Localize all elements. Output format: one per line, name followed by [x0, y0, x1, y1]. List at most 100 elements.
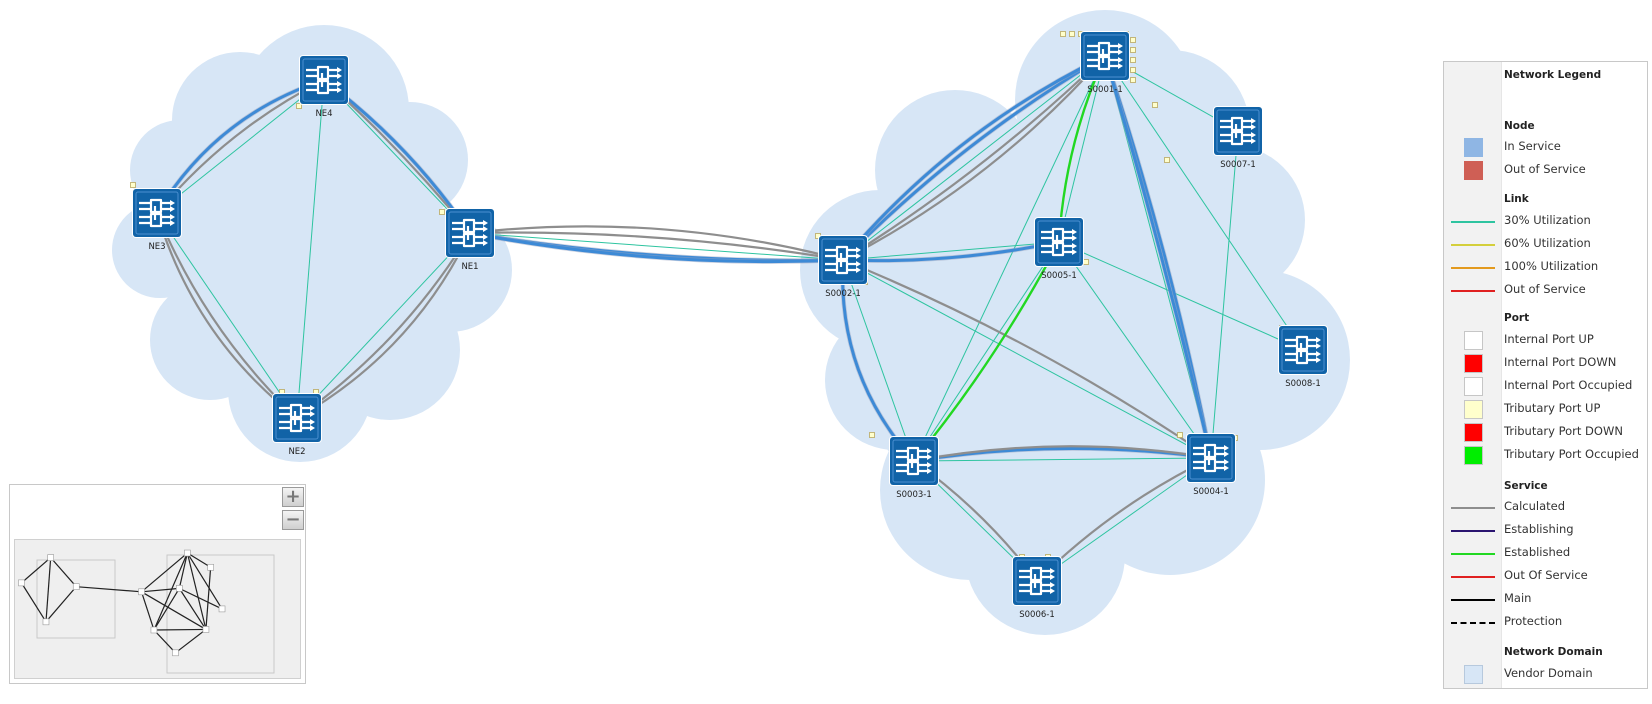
- network-element-node[interactable]: NE4: [297, 53, 351, 119]
- minimap-domain-frame: [36, 559, 116, 639]
- minimap-link: [141, 587, 180, 593]
- node-label: S0001-1: [1087, 85, 1123, 95]
- port-marker[interactable]: [1069, 31, 1075, 37]
- link-line[interactable]: [469, 232, 844, 261]
- port-marker[interactable]: [1130, 37, 1136, 43]
- link-line[interactable]: [1036, 457, 1212, 582]
- legend-line-sample: [1451, 244, 1495, 246]
- legend-link-label: 60% Utilization: [1504, 236, 1591, 250]
- network-element-node[interactable]: S0006-1: [1010, 554, 1064, 620]
- router-icon: [130, 186, 184, 240]
- minimap-node: [42, 618, 50, 626]
- service-path[interactable]: [296, 232, 471, 419]
- service-path[interactable]: [155, 212, 298, 419]
- legend-line-sample: [1451, 267, 1495, 269]
- link-line[interactable]: [1058, 241, 1304, 351]
- router-icon: [1032, 215, 1086, 269]
- port-marker[interactable]: [1177, 432, 1183, 438]
- link-line[interactable]: [1104, 55, 1304, 351]
- node-label: NE2: [288, 447, 305, 457]
- link-line[interactable]: [156, 79, 325, 214]
- link-line[interactable]: [296, 79, 325, 419]
- port-marker[interactable]: [439, 209, 445, 215]
- network-element-node[interactable]: S0003-1: [887, 434, 941, 500]
- legend-swatch: [1464, 377, 1483, 396]
- port-marker[interactable]: [1130, 57, 1136, 63]
- network-element-node[interactable]: NE3: [130, 186, 184, 252]
- minimap-link: [186, 552, 223, 610]
- port-marker[interactable]: [1083, 259, 1089, 265]
- port-marker[interactable]: [296, 103, 302, 109]
- service-path[interactable]: [913, 241, 1061, 462]
- minimap-viewport[interactable]: [14, 539, 301, 679]
- service-path[interactable]: [1103, 55, 1213, 459]
- service-path[interactable]: [841, 54, 1106, 262]
- service-path[interactable]: [842, 55, 1106, 261]
- legend-title: Network Legend: [1504, 69, 1602, 81]
- link-line[interactable]: [842, 55, 1106, 261]
- zoom-out-button[interactable]: −: [282, 510, 304, 530]
- minimap-link: [178, 588, 207, 630]
- legend-port-label: Internal Port Occupied: [1504, 378, 1633, 392]
- service-path[interactable]: [913, 445, 1212, 463]
- service-path[interactable]: [469, 231, 844, 264]
- minimap-link: [76, 586, 142, 593]
- minimap-link: [50, 557, 77, 588]
- zoom-in-button[interactable]: +: [282, 487, 304, 507]
- service-path[interactable]: [469, 231, 844, 262]
- network-element-node[interactable]: S0004-1: [1184, 431, 1238, 497]
- link-line[interactable]: [296, 232, 471, 419]
- link-line[interactable]: [842, 259, 1212, 459]
- network-element-node[interactable]: NE1: [443, 206, 497, 272]
- legend-port-label: Tributary Port Occupied: [1504, 447, 1639, 461]
- minimap-link: [140, 591, 155, 631]
- network-element-node[interactable]: S0001-1: [1078, 29, 1132, 95]
- minimap-node: [72, 583, 80, 590]
- network-element-node[interactable]: NE2: [270, 391, 324, 457]
- port-marker[interactable]: [1164, 157, 1170, 163]
- minimap-link: [45, 586, 77, 623]
- link-line[interactable]: [913, 55, 1106, 462]
- network-element-node[interactable]: S0005-1: [1032, 215, 1086, 281]
- minimap-link: [21, 557, 52, 584]
- network-element-node[interactable]: S0002-1: [816, 233, 870, 299]
- port-marker[interactable]: [1152, 102, 1158, 108]
- link-line[interactable]: [1058, 241, 1212, 459]
- minimap-link: [153, 628, 206, 631]
- minimap-node: [150, 626, 158, 634]
- router-icon: [443, 206, 497, 260]
- port-marker[interactable]: [130, 182, 136, 188]
- link-line[interactable]: [156, 212, 298, 419]
- link-line[interactable]: [913, 241, 1060, 462]
- legend-node-label: In Service: [1504, 139, 1561, 153]
- link-line[interactable]: [323, 79, 471, 234]
- link-line[interactable]: [1058, 55, 1106, 243]
- network-element-node[interactable]: S0007-1: [1211, 104, 1265, 170]
- link-line[interactable]: [1210, 130, 1239, 459]
- minimap-node: [184, 549, 191, 557]
- network-element-node[interactable]: S0008-1: [1276, 323, 1330, 389]
- port-marker[interactable]: [1130, 77, 1136, 83]
- legend-service-label: Establishing: [1504, 522, 1574, 536]
- legend-line-sample: [1451, 221, 1495, 223]
- ports-layer: [130, 31, 1285, 560]
- service-path[interactable]: [296, 232, 471, 419]
- service-path[interactable]: [842, 258, 1212, 459]
- overview-minimap[interactable]: + −: [9, 484, 306, 684]
- link-line[interactable]: [842, 259, 915, 462]
- link-line[interactable]: [913, 457, 1212, 462]
- port-marker[interactable]: [869, 432, 875, 438]
- link-line[interactable]: [842, 241, 1060, 261]
- port-marker[interactable]: [1060, 31, 1066, 37]
- legend-service-label: Protection: [1504, 614, 1563, 628]
- minimap-link: [205, 567, 212, 630]
- service-path[interactable]: [841, 54, 1106, 261]
- service-path[interactable]: [469, 225, 844, 262]
- port-marker[interactable]: [1130, 47, 1136, 53]
- service-path[interactable]: [842, 240, 1060, 263]
- service-path[interactable]: [842, 55, 1106, 261]
- node-label: S0008-1: [1285, 379, 1321, 389]
- port-marker[interactable]: [1130, 67, 1136, 73]
- legend-line-sample: [1451, 576, 1495, 578]
